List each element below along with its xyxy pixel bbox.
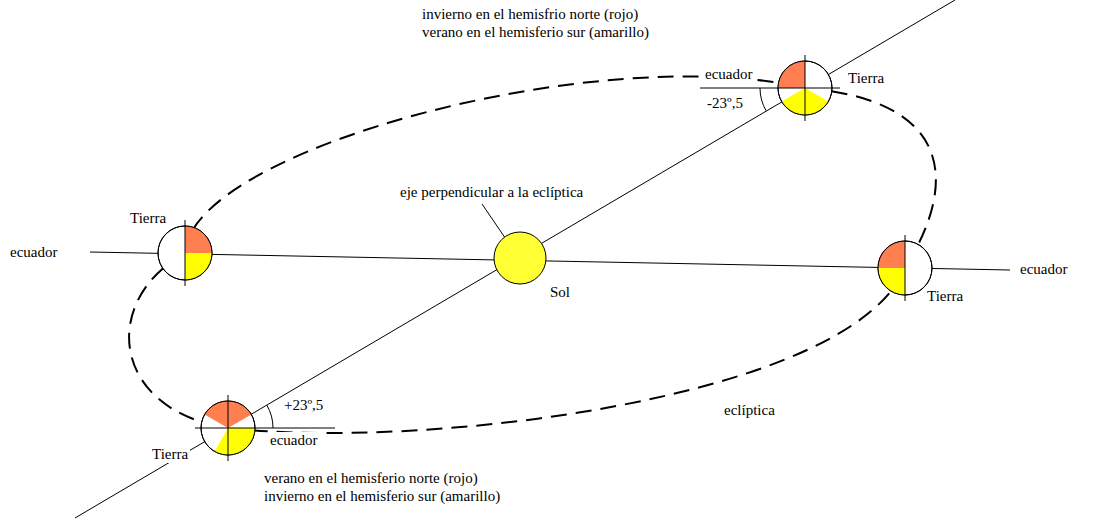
earth-symbol [878, 235, 932, 301]
season-note: invierno en el hemisferio sur (amarillo) [262, 488, 502, 505]
season-note: invierno en el hemisfrio norte (rojo) [420, 6, 640, 23]
season-note: verano en el hemisferio sur (amarillo) [420, 24, 651, 41]
equator-label: ecuador [1018, 261, 1069, 278]
season-note: verano en el hemisferio norte (rojo) [262, 470, 480, 487]
equator-line [90, 252, 1010, 270]
sun-circle [494, 232, 546, 284]
equator-label: ecuador [703, 66, 754, 83]
axis-label: eje perpendicular a la eclíptica [398, 184, 585, 201]
earth-label: Tierra [925, 288, 965, 305]
earth-label: Tierra [150, 446, 190, 463]
equator-label: ecuador [8, 244, 59, 261]
angle-label: +23º,5 [282, 397, 325, 414]
angle-label: -23º,5 [705, 95, 745, 112]
earth-symbol [195, 395, 335, 461]
equator-label: ecuador [268, 432, 319, 449]
earth-label: Tierra [846, 70, 886, 87]
sun-label: Sol [548, 284, 572, 301]
axis-line [75, 0, 955, 518]
earth-symbol [158, 220, 212, 286]
earth-label: Tierra [128, 210, 168, 227]
earth-symbol [700, 55, 840, 121]
ecliptic-label: eclíptica [722, 402, 777, 419]
